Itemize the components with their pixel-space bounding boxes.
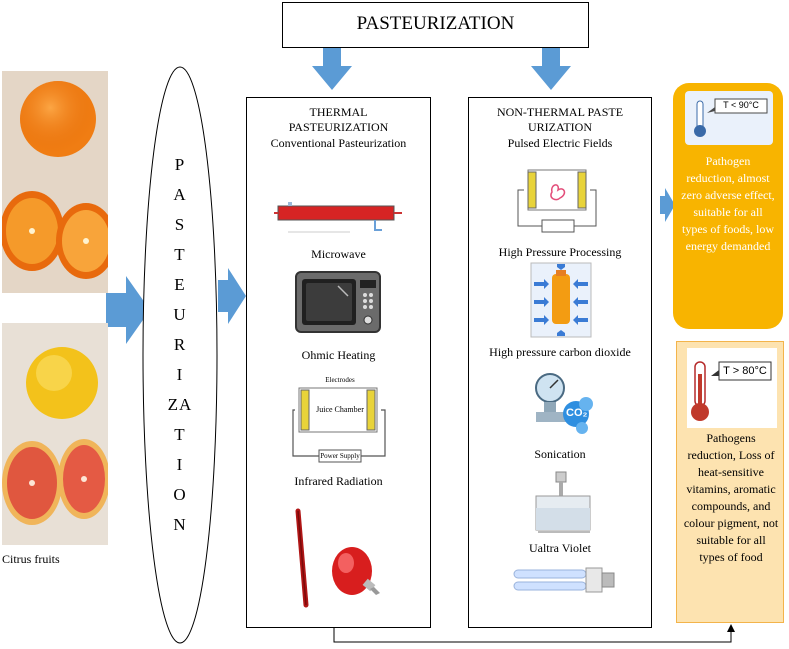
thermometer-low-icon (685, 91, 773, 145)
pasteurization-ellipse (142, 66, 218, 644)
down-arrow-nonthermal (531, 48, 571, 90)
right-arrow-pasteurization (218, 268, 246, 324)
infrared-lamp-icon (295, 508, 380, 608)
pulsed-electric-field-icon (517, 169, 597, 233)
right-arrow-fruits (106, 276, 150, 344)
letter-12: O (173, 485, 187, 504)
thermal-item-infrared: Infrared Radiation (294, 474, 383, 488)
nonthermal-heading-line2: URIZATION (528, 120, 592, 134)
diagram-title: PASTEURIZATION (356, 13, 515, 34)
microwave-icon (295, 271, 381, 333)
nonthermal-heading-line1: NON-THERMAL PASTE (496, 105, 624, 119)
heat-exchanger-icon (274, 202, 402, 233)
nonthermal-result-box: T < 90°C Pathogen reduction, almost zero… (673, 83, 783, 329)
uv-lamp-icon (513, 567, 615, 593)
thermal-result-box: T > 80°C Pathogens reduction, Loss of he… (676, 341, 784, 623)
bottom-connector-arrowhead (727, 624, 735, 632)
down-arrow-thermal (312, 48, 352, 90)
nonthermal-result-text: Pathogen reduction, almost zero adverse … (681, 154, 775, 253)
nonthermal-item-uv: Ualtra Violet (528, 541, 592, 555)
letter-2: A (173, 185, 187, 204)
orange-photo (2, 71, 108, 293)
thermal-result-text: Pathogens reduction, Loss of heat-sensit… (683, 431, 779, 564)
co2-label: CO₂ (566, 407, 588, 419)
letter-6: U (173, 305, 187, 324)
nonthermal-item-hpcd: High pressure carbon dioxide (489, 345, 631, 359)
letter-1: P (174, 155, 186, 174)
thermometer-low-label: T < 90°C (723, 100, 759, 110)
thermal-item-ohmic: Ohmic Heating (301, 348, 376, 362)
letter-3: S (174, 215, 186, 234)
thermal-item-microwave: Microwave (311, 247, 366, 261)
ohmic-electrodes-label: Electrodes (325, 376, 355, 384)
letter-11: I (176, 455, 184, 474)
vertical-word: P A S T E U R I ZA T I O N (155, 155, 205, 535)
sonication-icon (535, 471, 591, 533)
thermal-item-conventional: Conventional Pasteurization (270, 136, 407, 150)
title-box: PASTEURIZATION (282, 2, 589, 48)
ohmic-chamber-label: Juice Chamber (316, 405, 364, 414)
letter-10: T (174, 425, 186, 444)
bottom-connector-line (333, 628, 732, 643)
ohmic-circuit-lines (292, 387, 386, 463)
thermometer-high-icon (687, 348, 777, 428)
thermal-box (246, 97, 431, 628)
letter-9: ZA (167, 395, 193, 414)
thermometer-high-label: T > 80°C (723, 365, 767, 377)
right-arrow-result (660, 188, 675, 222)
thermal-heading-line1: THERMAL (309, 105, 368, 119)
letter-8: I (176, 365, 184, 384)
photo-caption: Citrus fruits (2, 552, 60, 566)
ohmic-power-label: Power Supply (320, 452, 360, 460)
high-pressure-processing-icon (530, 262, 592, 338)
pressure-gauge-icon (535, 373, 593, 434)
grapefruit-photo (2, 323, 108, 545)
nonthermal-item-pef: Pulsed Electric Fields (507, 136, 613, 150)
letter-5: E (174, 275, 186, 294)
nonthermal-item-hpp: High Pressure Processing (498, 245, 622, 259)
letter-4: T (174, 245, 186, 264)
letter-13: N (173, 515, 187, 534)
ohmic-heating-diagram: Electrodes Juice Chamber Power Supply (289, 374, 391, 466)
nonthermal-item-sonication: Sonication (534, 447, 586, 461)
letter-7: R (173, 335, 187, 354)
thermal-heading-line2: PASTEURIZATION (288, 120, 389, 134)
carbon-dioxide-illustration: CO₂ (532, 370, 594, 438)
